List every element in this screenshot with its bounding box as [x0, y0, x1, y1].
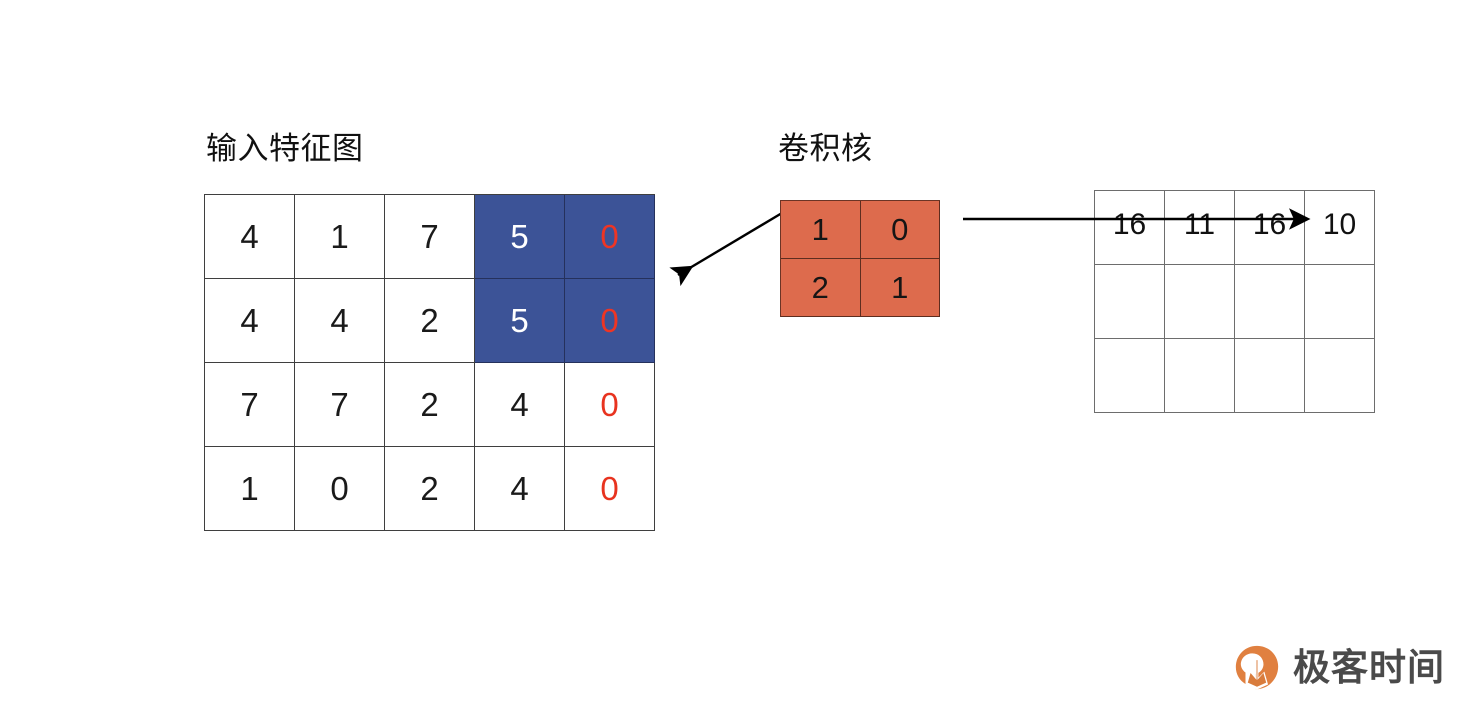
- input-cell-r1c3: 5: [475, 279, 565, 363]
- output-cell-r2c3: [1305, 339, 1375, 413]
- input-cell-r3c3: 4: [475, 447, 565, 531]
- watermark-text: 极客时间: [1293, 646, 1445, 688]
- output-cell-r0c2: 16: [1235, 191, 1305, 265]
- output-cell-r2c2: [1235, 339, 1305, 413]
- output-cell-r2c0: [1095, 339, 1165, 413]
- output-cell-r1c0: [1095, 265, 1165, 339]
- input-feature-map-title: 输入特征图: [206, 131, 364, 166]
- input-cell-r3c2: 2: [385, 447, 475, 531]
- kernel-cell-r0c1: 0: [860, 201, 940, 259]
- input-cell-r1c1: 4: [295, 279, 385, 363]
- input-cell-r2c2: 2: [385, 363, 475, 447]
- geektime-logo-icon: [1235, 645, 1279, 690]
- output-cell-r1c2: [1235, 265, 1305, 339]
- input-cell-r2c1: 7: [295, 363, 385, 447]
- input-cell-r0c1: 1: [295, 195, 385, 279]
- kernel-cell-r0c0: 1: [781, 201, 861, 259]
- output-cell-r0c0: 16: [1095, 191, 1165, 265]
- input-cell-r3c4: 0: [565, 447, 655, 531]
- kernel-title: 卷积核: [778, 131, 873, 166]
- input-feature-map-grid: 4 1 7 5 0 4 4 2 5 0 7 7 2 4 0 1 0 2 4 0: [204, 194, 655, 531]
- input-cell-r2c0: 7: [205, 363, 295, 447]
- input-cell-r0c2: 7: [385, 195, 475, 279]
- output-cell-r1c1: [1165, 265, 1235, 339]
- input-cell-r0c4: 0: [565, 195, 655, 279]
- output-cell-r0c1: 11: [1165, 191, 1235, 265]
- kernel-cell-r1c0: 2: [781, 259, 861, 317]
- input-cell-r3c1: 0: [295, 447, 385, 531]
- kernel-grid: 1 0 2 1: [780, 200, 940, 317]
- output-cell-r0c3: 10: [1305, 191, 1375, 265]
- input-cell-r1c4: 0: [565, 279, 655, 363]
- input-cell-r1c0: 4: [205, 279, 295, 363]
- input-cell-r3c0: 1: [205, 447, 295, 531]
- input-cell-r1c2: 2: [385, 279, 475, 363]
- input-cell-r0c0: 4: [205, 195, 295, 279]
- input-cell-r2c4: 0: [565, 363, 655, 447]
- input-cell-r2c3: 4: [475, 363, 565, 447]
- output-cell-r1c3: [1305, 265, 1375, 339]
- watermark-logo: 极客时间: [1234, 641, 1445, 693]
- kernel-cell-r1c1: 1: [860, 259, 940, 317]
- input-cell-r0c3: 5: [475, 195, 565, 279]
- output-cell-r2c1: [1165, 339, 1235, 413]
- output-feature-map-grid: 16 11 16 10: [1094, 190, 1375, 413]
